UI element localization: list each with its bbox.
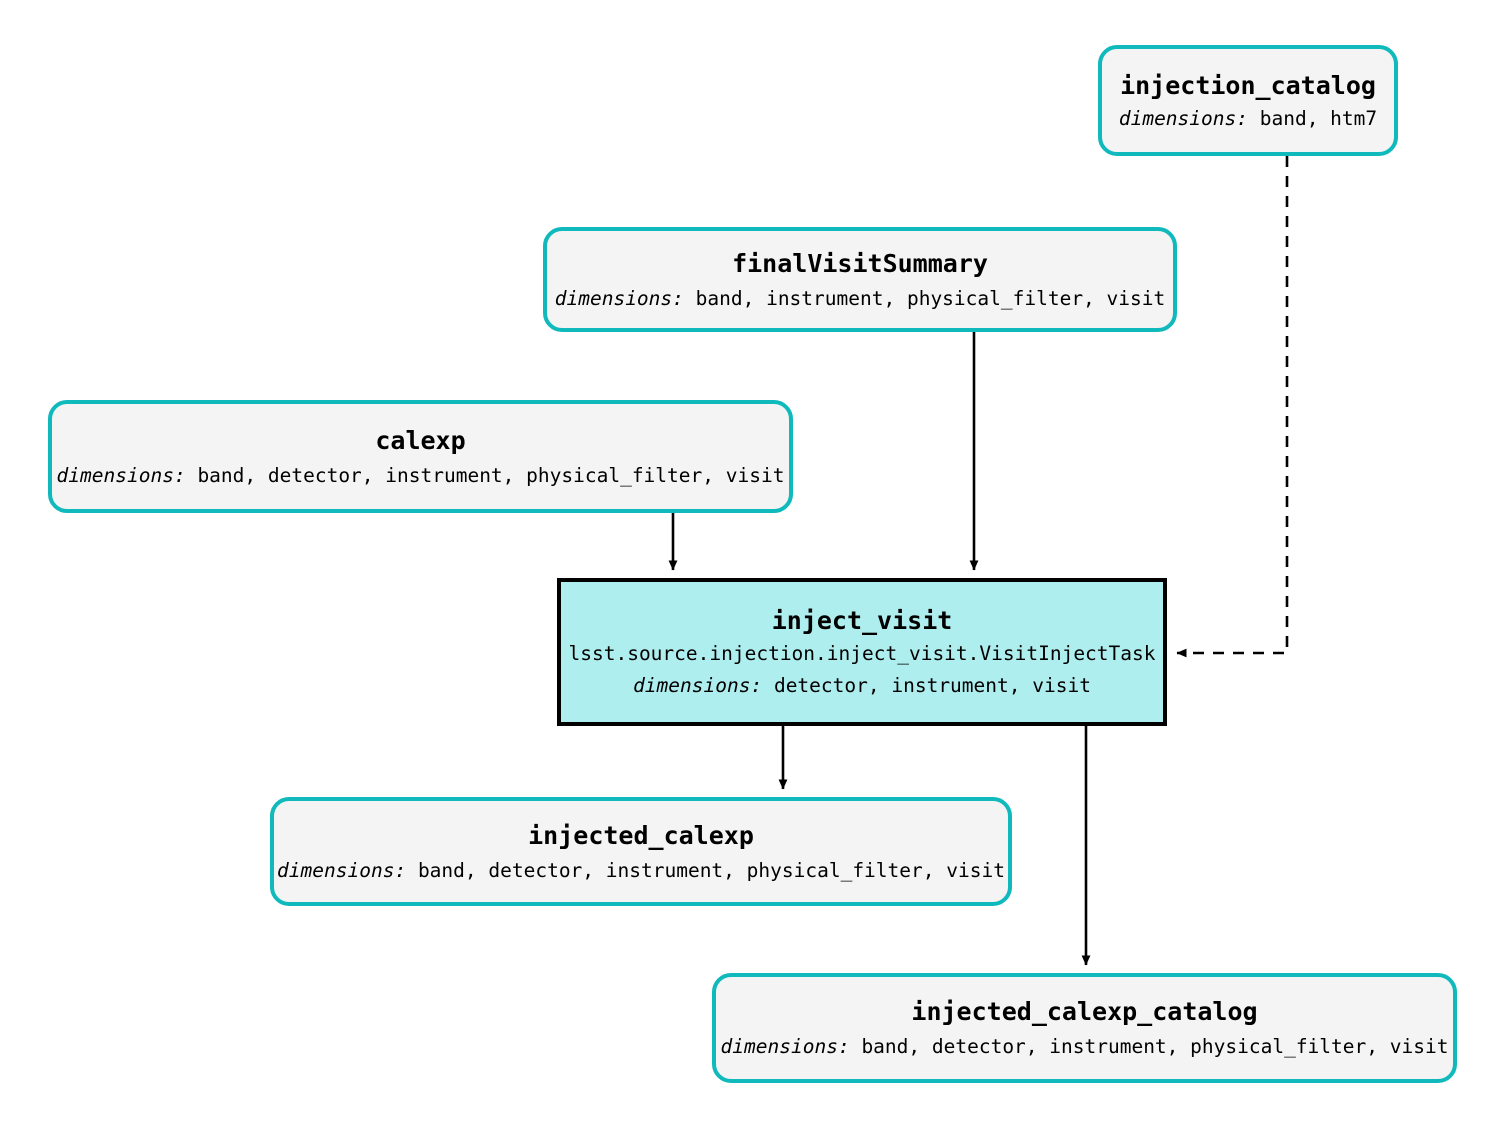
node-dimensions: dimensions: detector, instrument, visit: [633, 674, 1091, 698]
dataset-node-final-visit-summary[interactable]: finalVisitSummary dimensions: band, inst…: [543, 227, 1177, 332]
node-task-classname: lsst.source.injection.inject_visit.Visit…: [568, 642, 1156, 665]
dimensions-value: band, detector, instrument, physical_fil…: [197, 463, 785, 487]
dimensions-label: dimensions:: [1118, 106, 1248, 130]
dimensions-value: band, instrument, physical_filter, visit: [695, 286, 1166, 310]
dimensions-label: dimensions:: [633, 674, 763, 697]
node-dimensions: dimensions: band, htm7: [1119, 107, 1377, 131]
node-title: calexp: [375, 425, 466, 455]
node-title: injected_calexp: [528, 820, 754, 850]
node-title: finalVisitSummary: [732, 248, 988, 278]
dimensions-label: dimensions:: [277, 858, 407, 882]
node-dimensions: dimensions: band, instrument, physical_f…: [555, 287, 1166, 311]
node-dimensions: dimensions: band, detector, instrument, …: [57, 464, 785, 488]
dimensions-label: dimensions:: [720, 1035, 850, 1058]
node-dimensions: dimensions: band, detector, instrument, …: [277, 859, 1005, 883]
dimensions-value: band, htm7: [1259, 106, 1378, 130]
dataset-node-injected-calexp-catalog[interactable]: injected_calexp_catalog dimensions: band…: [712, 973, 1457, 1083]
node-dimensions: dimensions: band, detector, instrument, …: [721, 1035, 1449, 1059]
task-node-inject-visit[interactable]: inject_visit lsst.source.injection.injec…: [557, 578, 1167, 726]
dimensions-value: band, detector, instrument, physical_fil…: [417, 858, 1005, 882]
dataset-node-injection-catalog[interactable]: injection_catalog dimensions: band, htm7: [1098, 45, 1398, 156]
dimensions-value: detector, instrument, visit: [773, 674, 1091, 697]
node-title: injection_catalog: [1120, 70, 1376, 100]
edge-injection_catalog-to-inject_visit: [1176, 156, 1289, 658]
node-title: injected_calexp_catalog: [911, 997, 1258, 1026]
dimensions-label: dimensions:: [554, 286, 684, 310]
dimensions-value: band, detector, instrument, physical_fil…: [861, 1035, 1449, 1058]
dataset-node-injected-calexp[interactable]: injected_calexp dimensions: band, detect…: [270, 797, 1012, 906]
dimensions-label: dimensions:: [56, 463, 186, 487]
node-title: inject_visit: [771, 606, 953, 635]
dataset-node-calexp[interactable]: calexp dimensions: band, detector, instr…: [48, 400, 793, 513]
